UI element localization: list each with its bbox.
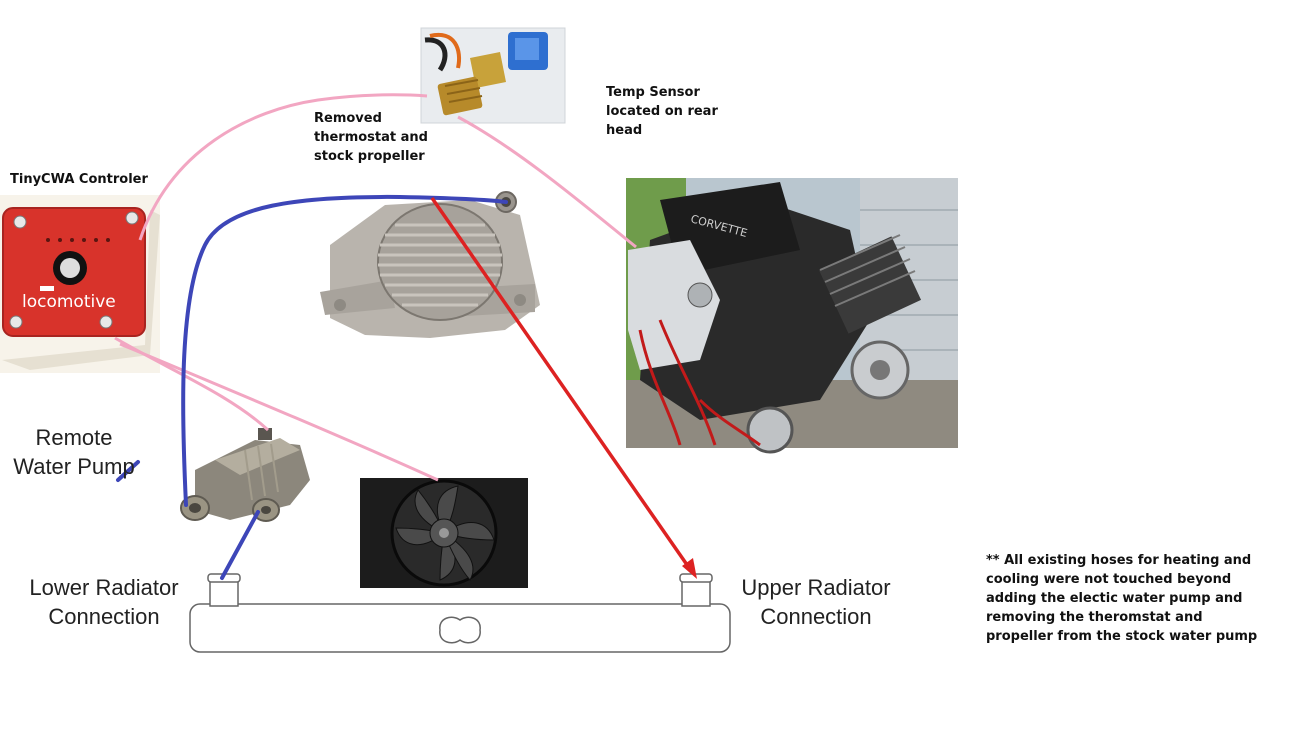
sensor-wire	[138, 93, 428, 241]
lower-radiator-label: Lower Radiator Connection	[29, 575, 179, 629]
controller-to-fan-wire	[119, 342, 439, 482]
engine-photo: CORVETTE	[626, 178, 958, 454]
controller-photo: locomotive	[0, 195, 160, 373]
radiator-fan-photo	[360, 478, 528, 588]
pump-to-lower-radiator-hose	[220, 510, 260, 580]
upper-radiator-label: Upper Radiator Connection	[741, 575, 891, 629]
sensor-to-engine-wire	[457, 115, 637, 249]
remote-water-pump-photo	[180, 428, 310, 522]
pump-to-engine-hose	[181, 194, 508, 507]
removed-thermostat-label: Removed thermostat and stock propeller	[314, 111, 428, 164]
controller-label: TinyCWA Controler	[10, 172, 148, 187]
temp-sensor-label: Temp Sensor located on rear head	[606, 85, 718, 138]
blue-hoses	[116, 194, 508, 580]
pink-wires	[114, 93, 637, 482]
blue-mark	[116, 460, 140, 482]
controller-brand-text: locomotive	[22, 292, 116, 312]
remote-water-pump-label: Remote Water Pump	[13, 425, 135, 479]
note-text: ** All existing hoses for heating and co…	[986, 553, 1258, 644]
red-hose	[430, 197, 697, 579]
stock-water-pump-photo	[320, 191, 540, 338]
radiator-diagram	[189, 573, 731, 653]
temp-sensor-photo	[420, 27, 566, 124]
